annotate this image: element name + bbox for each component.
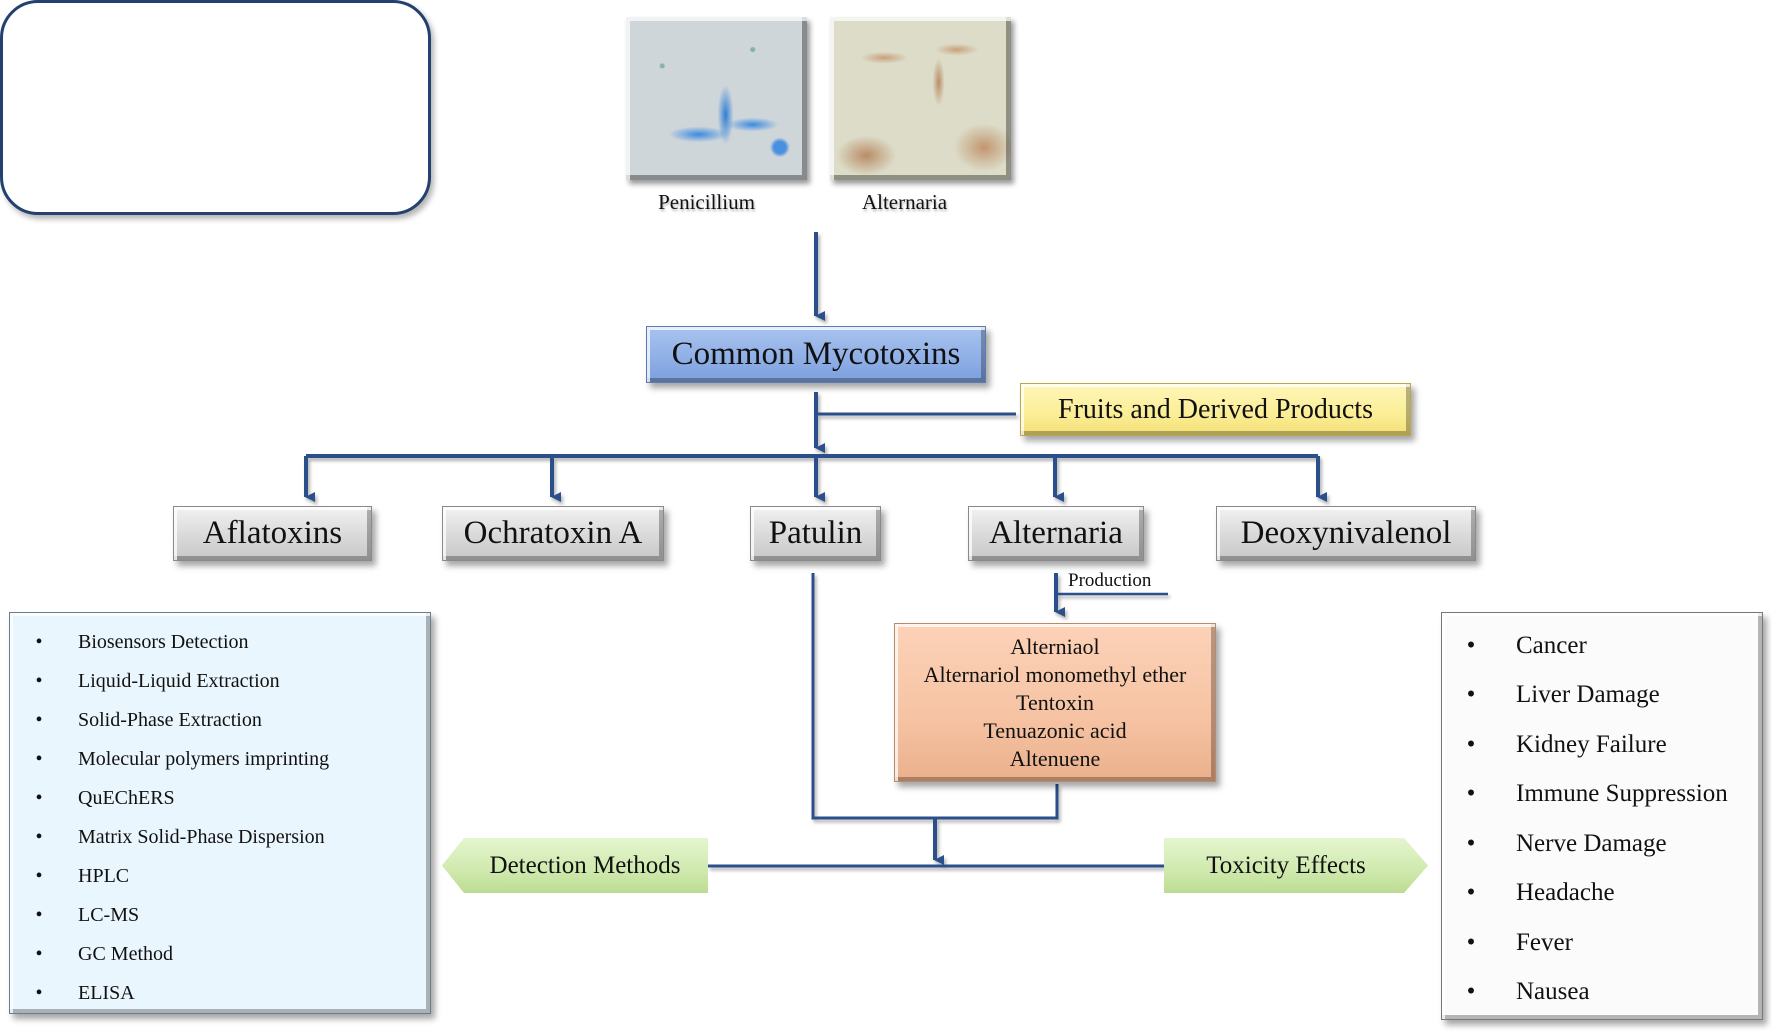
metabolite-item: Alternariol monomethyl ether — [923, 661, 1187, 687]
metabolite-item: Alterniaol — [1010, 633, 1100, 659]
list-item-label: HPLC — [78, 865, 130, 887]
list-item-label: Biosensors Detection — [78, 631, 249, 653]
source-node-label: Fruits and Derived Products — [1058, 393, 1373, 425]
bullet-icon: • — [35, 709, 43, 731]
source-node-fruits: Fruits and Derived Products — [1020, 383, 1411, 436]
bullet-icon: • — [35, 670, 43, 692]
bullet-icon: • — [1466, 681, 1476, 709]
list-item: • ELISA — [20, 974, 329, 1013]
bullet-icon: • — [1466, 730, 1476, 758]
list-item-label: Headache — [1516, 879, 1615, 907]
bullet-icon: • — [1466, 928, 1476, 956]
bullet-icon: • — [1466, 780, 1476, 808]
toxin-label: Ochratoxin A — [463, 515, 643, 551]
list-item-label: Fever — [1516, 928, 1573, 956]
list-item: • Molecular polymers imprinting — [20, 740, 329, 779]
list-item-label: Immune Suppression — [1516, 780, 1728, 808]
list-item: • Biosensors Detection — [20, 623, 329, 662]
list-item: • Cancer — [1456, 621, 1728, 671]
toxicity-effects-panel: • Cancer • Liver Damage • Kidney Failure • I… — [1441, 612, 1763, 1020]
list-item-label: Molecular polymers imprinting — [78, 748, 330, 770]
list-item: • Nerve Damage — [1456, 819, 1728, 869]
list-item-label: GC Method — [78, 943, 173, 965]
toxin-label: Patulin — [768, 515, 863, 551]
root-node-common-mycotoxins: Common Mycotoxins — [646, 326, 986, 383]
toxin-node-alternaria: Alternaria — [968, 506, 1144, 561]
metabolite-item: Tentoxin — [1016, 689, 1094, 715]
production-label: Production — [1068, 570, 1152, 591]
bullet-icon: • — [35, 904, 43, 926]
list-item: • GC Method — [20, 935, 329, 974]
list-item-label: Nausea — [1516, 978, 1590, 1006]
list-item: • Solid-Phase Extraction — [20, 701, 329, 740]
list-item: • Nausea — [1456, 968, 1728, 1018]
list-item: • Liver Damage — [1456, 671, 1728, 721]
toxicity-effects-label: Toxicity Effects — [1206, 851, 1366, 879]
toxin-node-patulin: Patulin — [750, 506, 881, 561]
list-item: • Immune Suppression — [1456, 770, 1728, 820]
list-item-label: Solid-Phase Extraction — [78, 709, 262, 731]
list-item-label: Liquid-Liquid Extraction — [78, 670, 280, 692]
metabolite-item: Tenuazonic acid — [983, 717, 1127, 743]
list-item-label: Nerve Damage — [1516, 829, 1667, 857]
list-item-label: Liver Damage — [1516, 681, 1660, 709]
toxin-node-ochratoxin-a: Ochratoxin A — [442, 506, 664, 561]
toxin-node-aflatoxins: Aflatoxins — [173, 506, 372, 561]
toxin-label: Aflatoxins — [202, 515, 343, 551]
list-item: • LC-MS — [20, 896, 329, 935]
detection-methods-label: Detection Methods — [489, 851, 681, 879]
detection-methods-panel: • Biosensors Detection • Liquid-Liquid Ext… — [9, 612, 431, 1014]
bullet-icon: • — [1466, 879, 1476, 907]
metabolites-box: Alterniaol Alternariol monomethyl ether … — [894, 623, 1216, 782]
bullet-icon: • — [35, 748, 43, 770]
penicillium-micrograph-image — [626, 17, 807, 180]
bullet-icon: • — [35, 982, 43, 1004]
list-item-label: Kidney Failure — [1516, 730, 1667, 758]
bullet-icon: • — [35, 826, 43, 848]
list-item-label: ELISA — [78, 982, 135, 1004]
metabolite-item: Altenuene — [1009, 745, 1101, 771]
bullet-icon: • — [35, 865, 43, 887]
penicillium-label: Penicillium — [658, 190, 755, 214]
alternaria-label: Alternaria — [861, 190, 948, 214]
bullet-icon: • — [1466, 631, 1476, 659]
bullet-icon: • — [1466, 978, 1476, 1006]
toxin-node-deoxynivalenol: Deoxynivalenol — [1216, 506, 1476, 561]
list-item: • QuEChERS — [20, 779, 329, 818]
bullet-icon: • — [35, 787, 43, 809]
list-item: • Liquid-Liquid Extraction — [20, 662, 329, 701]
list-item-label: LC-MS — [78, 904, 140, 926]
list-item: • Headache — [1456, 869, 1728, 919]
detection-methods-list: • Biosensors Detection • Liquid-Liquid Ext… — [20, 623, 329, 1013]
toxin-label: Alternaria — [989, 515, 1123, 551]
bullet-icon: • — [35, 943, 43, 965]
list-item: • Kidney Failure — [1456, 720, 1728, 770]
list-item-label: QuEChERS — [78, 787, 175, 809]
toxicity-effects-node: Toxicity Effects — [1164, 838, 1428, 893]
toxicity-effects-list: • Cancer • Liver Damage • Kidney Failure • I… — [1456, 621, 1728, 1017]
bullet-icon: • — [35, 631, 43, 653]
fungi-frame — [0, 0, 431, 215]
root-node-label: Common Mycotoxins — [671, 336, 961, 372]
detection-methods-node: Detection Methods — [442, 838, 708, 893]
list-item-label: Cancer — [1516, 631, 1587, 659]
list-item: • HPLC — [20, 857, 329, 896]
list-item: • Matrix Solid-Phase Dispersion — [20, 818, 329, 857]
alternaria-micrograph-image — [830, 17, 1011, 180]
toxin-label: Deoxynivalenol — [1240, 515, 1452, 551]
list-item-label: Matrix Solid-Phase Dispersion — [78, 826, 325, 848]
bullet-icon: • — [1466, 829, 1476, 857]
list-item: • Fever — [1456, 918, 1728, 968]
